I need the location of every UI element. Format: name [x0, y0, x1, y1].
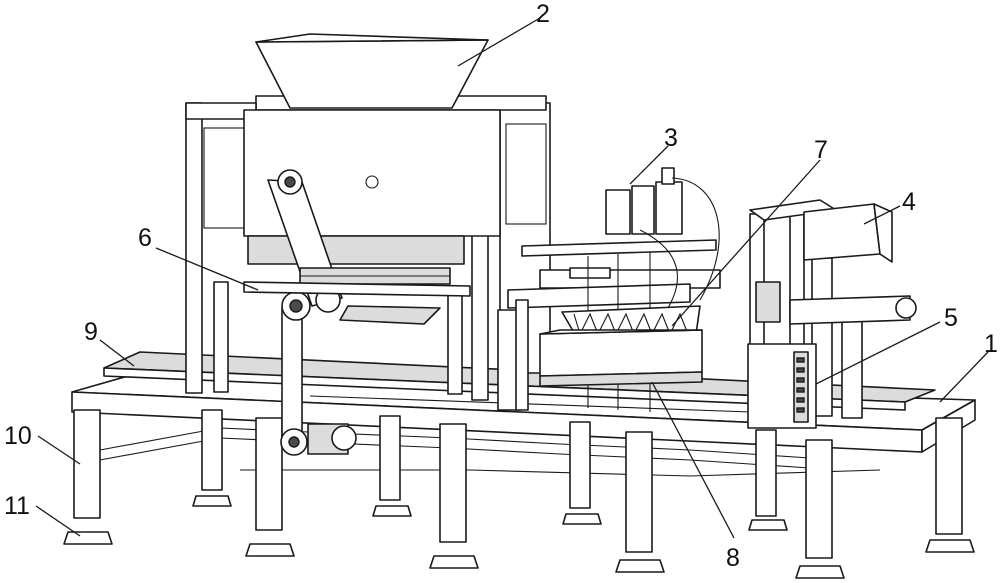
reference-numerals: 2 3 7 4 5 1 6 9 10 11 8	[4, 0, 998, 572]
label-3: 3	[664, 124, 678, 152]
label-8: 8	[726, 544, 740, 572]
hopper	[243, 33, 501, 265]
label-5: 5	[944, 304, 958, 332]
mold-box	[539, 329, 703, 387]
label-10: 10	[4, 422, 32, 450]
adjustable-feet	[63, 495, 975, 579]
label-7: 7	[814, 136, 828, 164]
label-11: 11	[4, 492, 30, 520]
cylinder-assembly	[605, 167, 720, 321]
table-legs	[73, 409, 963, 559]
belt-drive	[243, 169, 471, 456]
control-buttons	[796, 357, 805, 413]
control-box	[747, 343, 817, 429]
label-6: 6	[138, 224, 152, 252]
label-2: 2	[536, 0, 550, 28]
label-1: 1	[984, 330, 998, 358]
leader-lines	[35, 17, 989, 539]
right-tower	[749, 199, 917, 419]
label-4: 4	[902, 188, 916, 216]
label-9: 9	[84, 318, 98, 346]
